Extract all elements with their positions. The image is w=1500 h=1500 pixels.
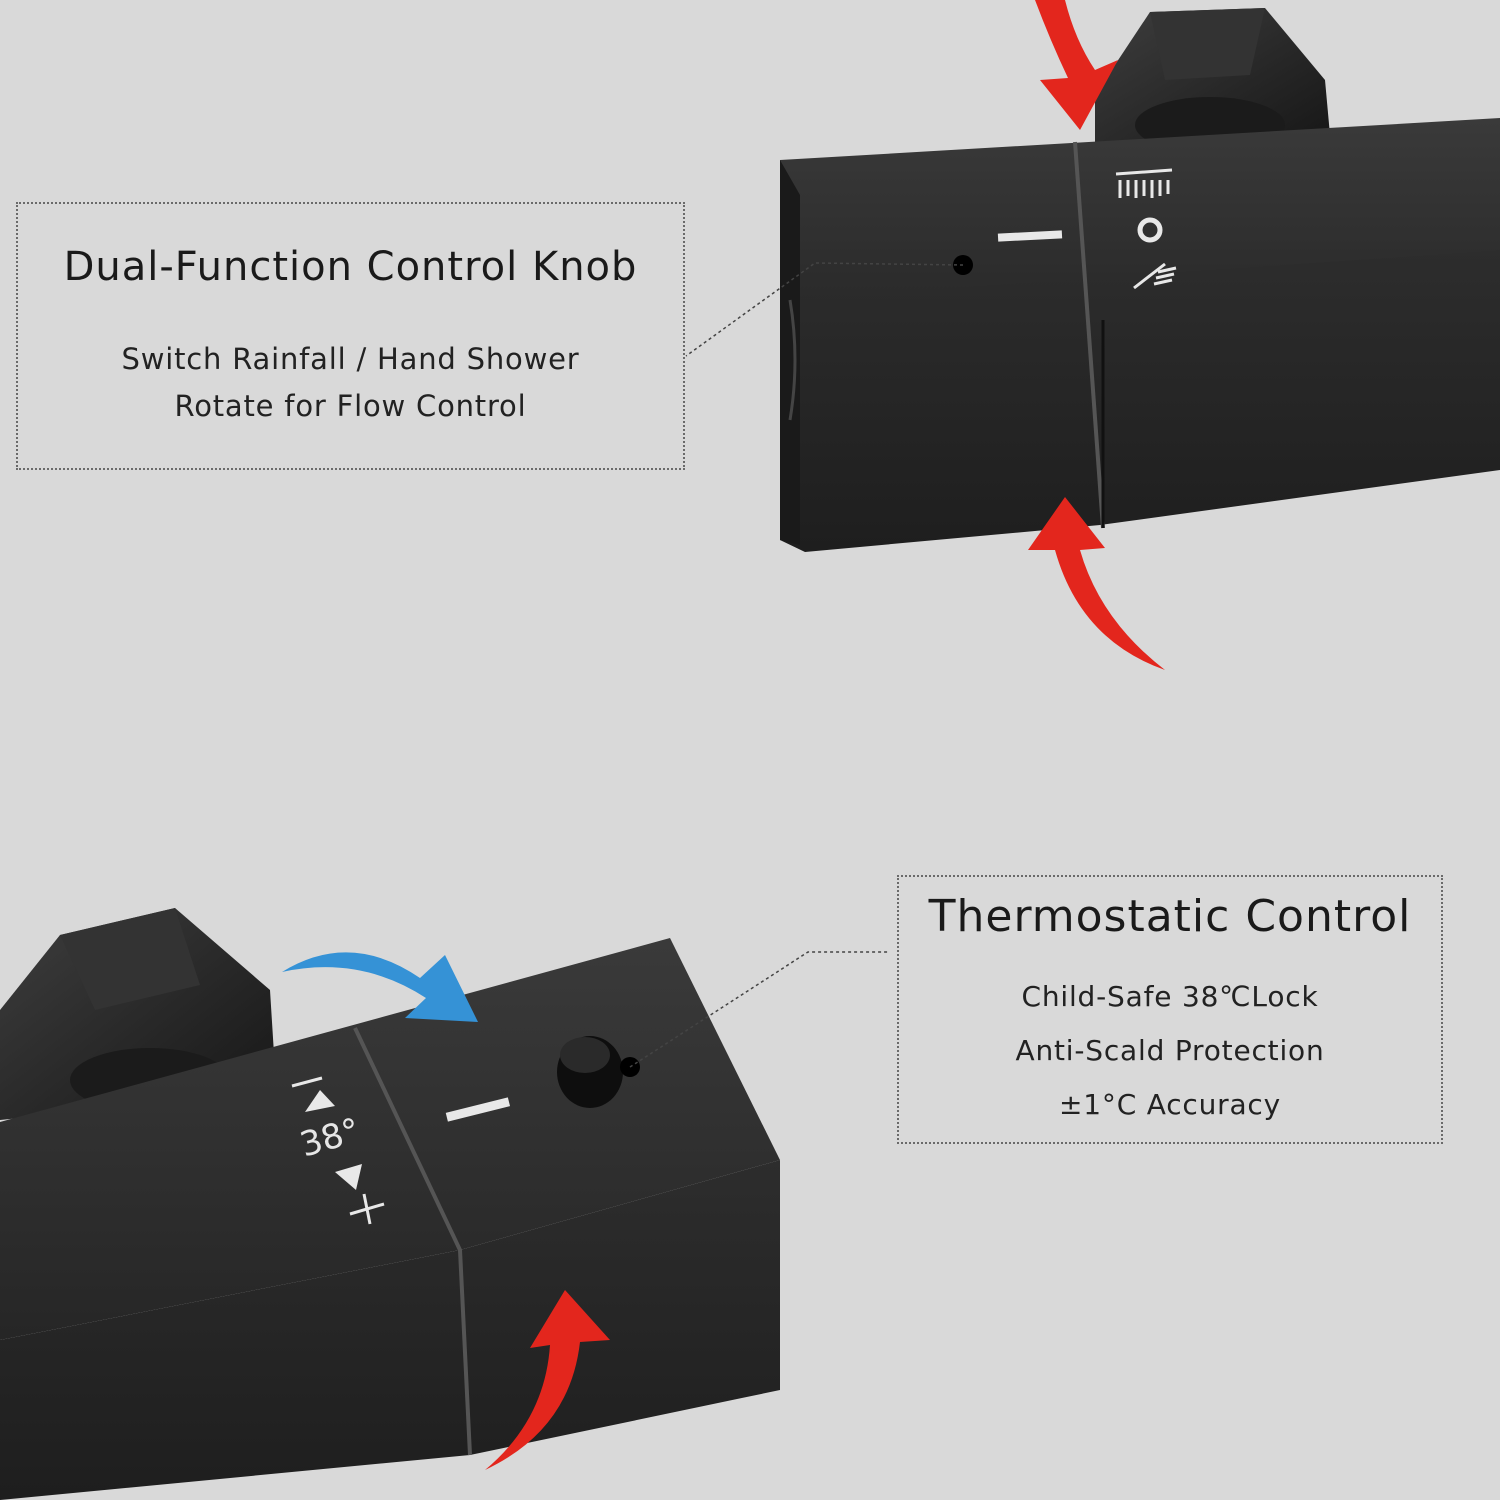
callout-title: Thermostatic Control [928, 891, 1412, 942]
top-bar-front-face [780, 250, 1500, 552]
bottom-valve [0, 908, 888, 1500]
thermo-indicator-line [445, 1097, 511, 1122]
callout-line: Switch Rainfall / Hand Shower [121, 342, 580, 376]
callout-line: ±1°C Accuracy [1059, 1088, 1281, 1121]
callout-dual-function: Dual-Function Control Knob Switch Rainfa… [16, 202, 685, 470]
knob-indicator-line [997, 230, 1063, 242]
hand-shower-icon [1133, 262, 1177, 290]
red-arrow-top [1035, 0, 1118, 130]
top-seam [1073, 141, 1105, 529]
off-circle-icon [1137, 217, 1163, 243]
minus-icon [291, 1076, 323, 1088]
top-leader-line [685, 262, 964, 357]
callout-title: Dual-Function Control Knob [63, 244, 638, 290]
safety-button [557, 1036, 623, 1108]
callout-line: Child-Safe 38℃Lock [1021, 980, 1319, 1013]
red-arrow-bottom [485, 1290, 610, 1470]
top-bar-end-cap [780, 160, 800, 545]
plus-icon [349, 1193, 385, 1225]
rainfall-shower-icon [1115, 168, 1173, 198]
callout-thermostatic: Thermostatic Control Child-Safe 38℃Lock … [897, 875, 1443, 1144]
bottom-leader-line [629, 951, 888, 1068]
blue-arrow [282, 952, 478, 1022]
callout-line: Rotate for Flow Control [174, 389, 527, 423]
scale-triangle-up [305, 1090, 335, 1112]
bottom-seam [353, 1027, 472, 1456]
scale-triangle-down [335, 1164, 362, 1190]
red-arrow-middle [1028, 497, 1165, 670]
top-valve [685, 8, 1500, 552]
bottom-bar-front-face [0, 1160, 780, 1500]
callout-line: Anti-Scald Protection [1015, 1034, 1325, 1067]
